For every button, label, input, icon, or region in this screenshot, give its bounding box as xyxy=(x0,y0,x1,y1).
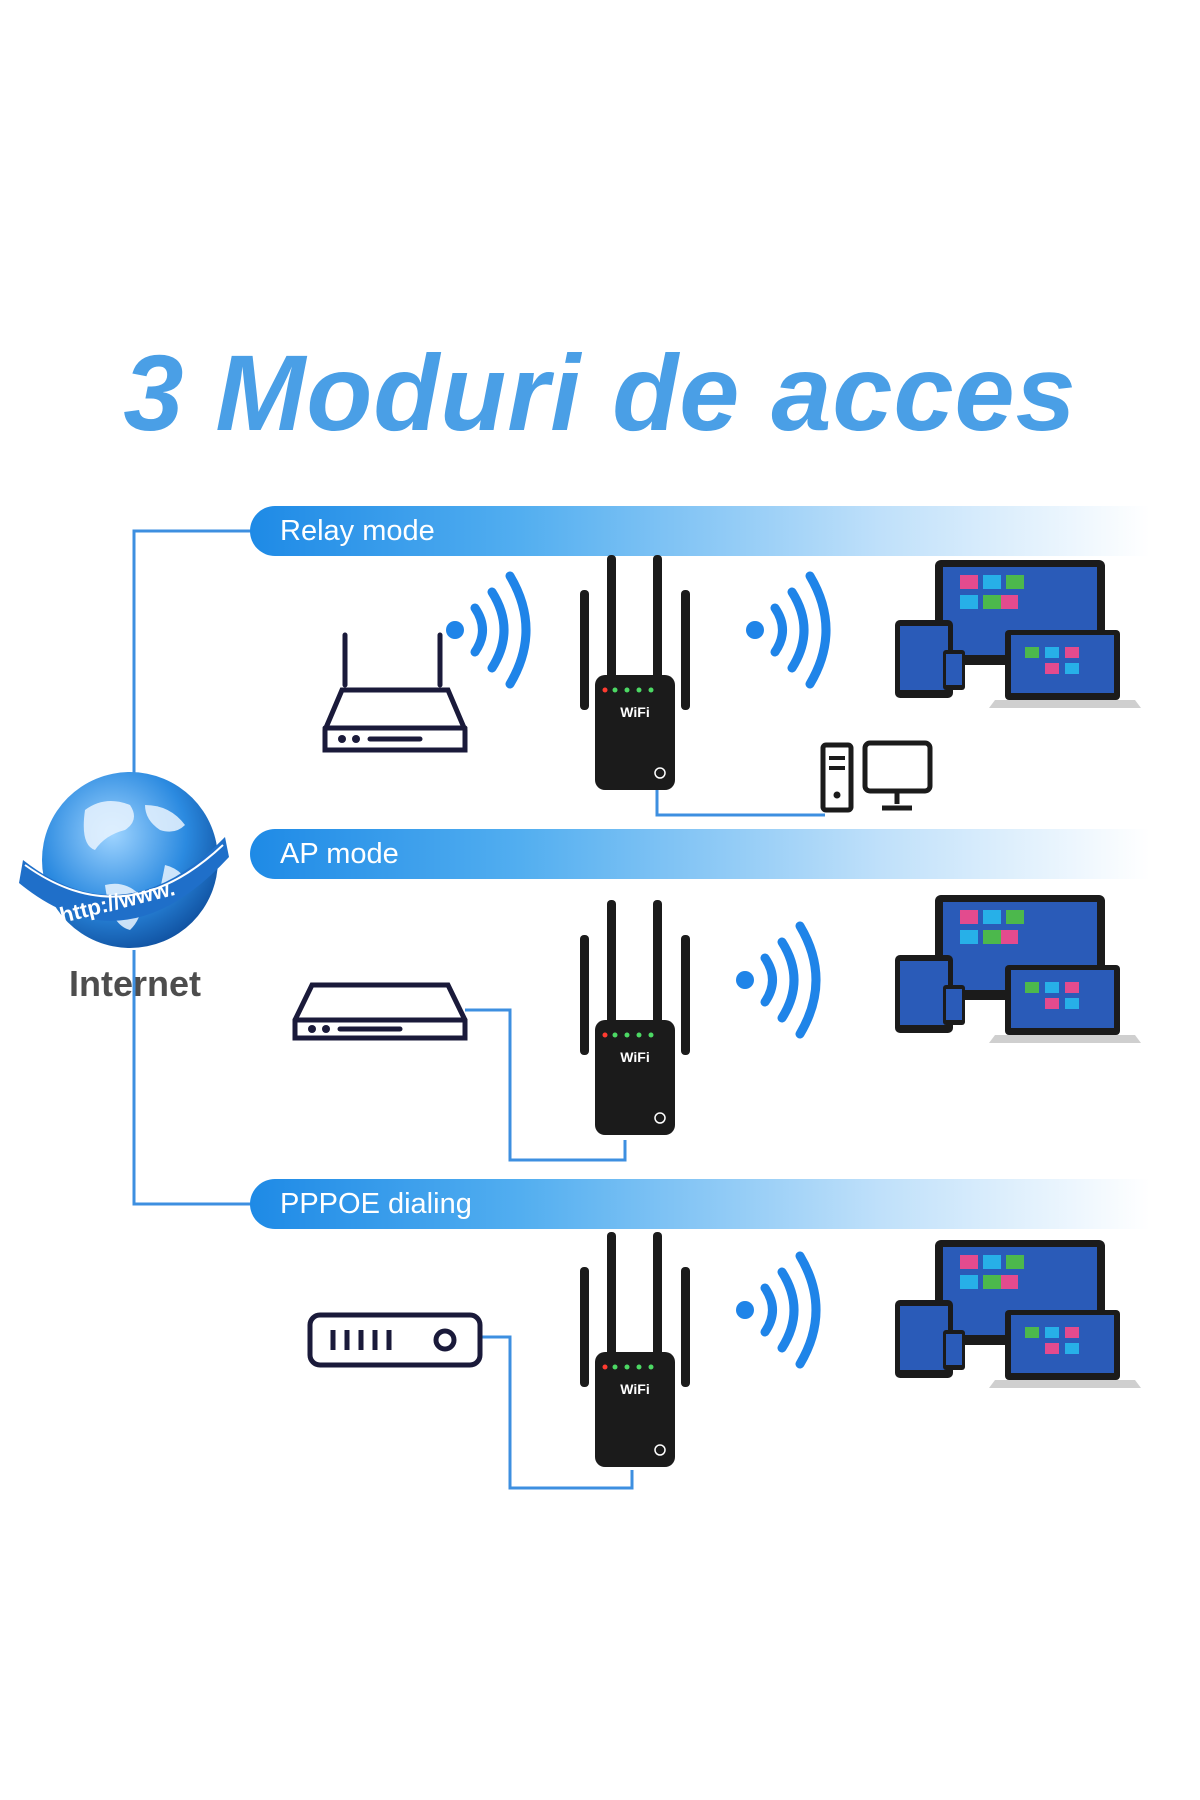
device-brand-text: WiFi xyxy=(620,1381,649,1397)
wifi-signal-icon xyxy=(746,571,831,689)
line-modem-pppoe xyxy=(480,1335,634,1490)
line-repeater-pc xyxy=(655,785,825,817)
banner-label: PPPOE dialing xyxy=(280,1188,472,1220)
client-devices-icon xyxy=(895,560,1141,708)
wifi-signal-icon xyxy=(446,571,531,689)
device-brand-text: WiFi xyxy=(620,1049,649,1065)
banner-label: AP mode xyxy=(280,838,399,870)
wifi-signal-icon xyxy=(736,1251,821,1369)
client-devices-icon xyxy=(895,895,1141,1043)
banner-ap-mode: AP mode xyxy=(250,829,1150,879)
internet-globe-icon: http://www. xyxy=(15,765,235,965)
wifi-repeater-icon: WiFi xyxy=(580,555,690,790)
banner-label: Relay mode xyxy=(280,515,435,547)
wifi-signal-icon xyxy=(736,921,821,1039)
line-internet-relay xyxy=(132,529,252,775)
client-devices-icon xyxy=(895,1240,1141,1388)
line-modem-ap xyxy=(465,1008,627,1162)
device-brand-text: WiFi xyxy=(620,704,649,720)
line-internet-ap xyxy=(132,950,252,1206)
router-icon xyxy=(322,632,468,753)
wifi-repeater-icon: WiFi xyxy=(580,900,690,1135)
banner-relay-mode: Relay mode xyxy=(250,506,1150,556)
wifi-repeater-icon: WiFi xyxy=(580,1232,690,1467)
page-title: 3 Moduri de acces xyxy=(123,332,1077,453)
internet-label: Internet xyxy=(68,963,201,1004)
desktop-pc-icon xyxy=(820,740,933,813)
banner-pppoe-dialing: PPPOE dialing xyxy=(250,1179,1150,1229)
optical-modem-icon xyxy=(307,1312,483,1368)
modem-icon xyxy=(292,982,468,1041)
